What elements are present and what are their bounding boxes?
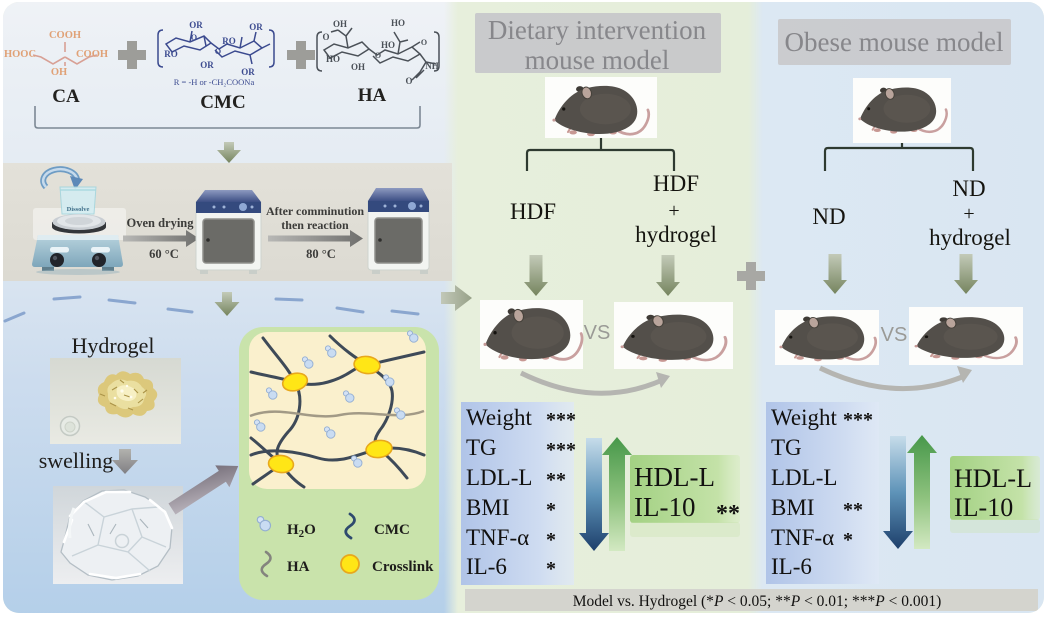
svg-text:Model vs. Hydrogel (*P < 0.05;: Model vs. Hydrogel (*P < 0.05; **P < 0.0… [573, 593, 942, 610]
svg-text:*: * [843, 529, 853, 551]
svg-text:Weight: Weight [466, 405, 532, 430]
svg-text:Hydrogel: Hydrogel [71, 333, 154, 358]
svg-text:**: ** [843, 499, 863, 521]
svg-text:*: * [546, 499, 556, 521]
svg-text:NH: NH [425, 61, 439, 71]
svg-text:TG: TG [466, 435, 497, 460]
svg-text:**: ** [716, 501, 740, 527]
svg-text:*: * [546, 529, 556, 551]
svg-text:O: O [215, 47, 221, 56]
svg-text:O: O [375, 51, 381, 60]
svg-text:HDF: HDF [510, 199, 556, 224]
svg-text:Dietary intervention: Dietary intervention [488, 15, 707, 45]
svg-text:hydrogel: hydrogel [929, 225, 1011, 250]
svg-text:R = -H or -CH₂COONa: R = -H or -CH₂COONa [174, 77, 255, 87]
svg-text:Oven drying: Oven drying [126, 216, 194, 230]
svg-text:CA: CA [52, 86, 80, 107]
svg-text:CMC: CMC [200, 92, 245, 113]
svg-text:HO: HO [326, 54, 340, 64]
svg-text:VS: VS [881, 324, 908, 346]
svg-text:O: O [191, 33, 197, 42]
svg-text:Dissolve: Dissolve [67, 206, 90, 213]
svg-text:HDF: HDF [653, 171, 699, 196]
svg-text:60 °C: 60 °C [149, 247, 179, 261]
svg-text:OR: OR [189, 20, 203, 30]
svg-text:OH: OH [351, 62, 365, 72]
svg-text:VS: VS [584, 322, 611, 344]
svg-text:IL-10: IL-10 [634, 492, 695, 522]
svg-text:CMC: CMC [374, 522, 410, 538]
svg-text:O: O [322, 32, 329, 42]
svg-text:RO: RO [222, 36, 236, 46]
svg-text:OH: OH [51, 67, 67, 78]
svg-text:O: O [421, 38, 427, 47]
svg-text:Crosslink: Crosslink [372, 559, 434, 575]
svg-text:+: + [668, 200, 679, 222]
svg-text:RO: RO [164, 49, 178, 59]
svg-text:IL-10: IL-10 [954, 493, 1013, 522]
svg-text:OR: OR [241, 67, 255, 77]
svg-text:swelling: swelling [39, 448, 114, 473]
svg-text:HDL-L: HDL-L [954, 464, 1032, 493]
svg-text:BMI: BMI [771, 495, 814, 520]
svg-text:COOH: COOH [49, 30, 81, 41]
svg-text:TG: TG [771, 435, 802, 460]
svg-text:HA: HA [358, 85, 387, 106]
svg-text:OH: OH [333, 19, 347, 29]
svg-text:ND: ND [952, 176, 985, 201]
svg-text:IL-6: IL-6 [771, 554, 812, 579]
svg-text:COOH: COOH [76, 49, 108, 60]
svg-text:**: ** [546, 469, 566, 491]
svg-text:+: + [963, 203, 974, 225]
svg-text:***: *** [546, 409, 576, 431]
svg-text:Obese mouse model: Obese mouse model [785, 27, 1004, 57]
svg-text:Weight: Weight [771, 405, 837, 430]
svg-text:hydrogel: hydrogel [635, 222, 717, 247]
svg-text:After comminution: After comminution [266, 204, 364, 218]
svg-text:80 °C: 80 °C [306, 247, 336, 261]
svg-text:*: * [546, 558, 556, 580]
svg-text:***: *** [546, 439, 576, 461]
svg-text:IL-6: IL-6 [466, 554, 507, 579]
svg-text:ND: ND [812, 204, 845, 229]
svg-text:TNF-α: TNF-α [771, 525, 834, 550]
svg-text:HA: HA [287, 559, 310, 575]
svg-text:HO: HO [381, 40, 395, 50]
svg-text:O: O [405, 76, 412, 86]
svg-text:HOOC: HOOC [4, 49, 36, 60]
svg-text:OR: OR [200, 60, 214, 70]
svg-text:BMI: BMI [466, 495, 509, 520]
svg-text:H2O: H2O [287, 522, 316, 540]
svg-text:OR: OR [249, 22, 263, 32]
svg-text:LDL-L: LDL-L [771, 465, 837, 490]
svg-text:LDL-L: LDL-L [466, 465, 532, 490]
svg-text:mouse model: mouse model [525, 45, 670, 75]
svg-text:***: *** [843, 409, 873, 431]
svg-text:then reaction: then reaction [281, 218, 349, 232]
svg-text:TNF-α: TNF-α [466, 525, 529, 550]
svg-text:HO: HO [391, 18, 405, 28]
svg-text:HDL-L: HDL-L [634, 462, 715, 492]
